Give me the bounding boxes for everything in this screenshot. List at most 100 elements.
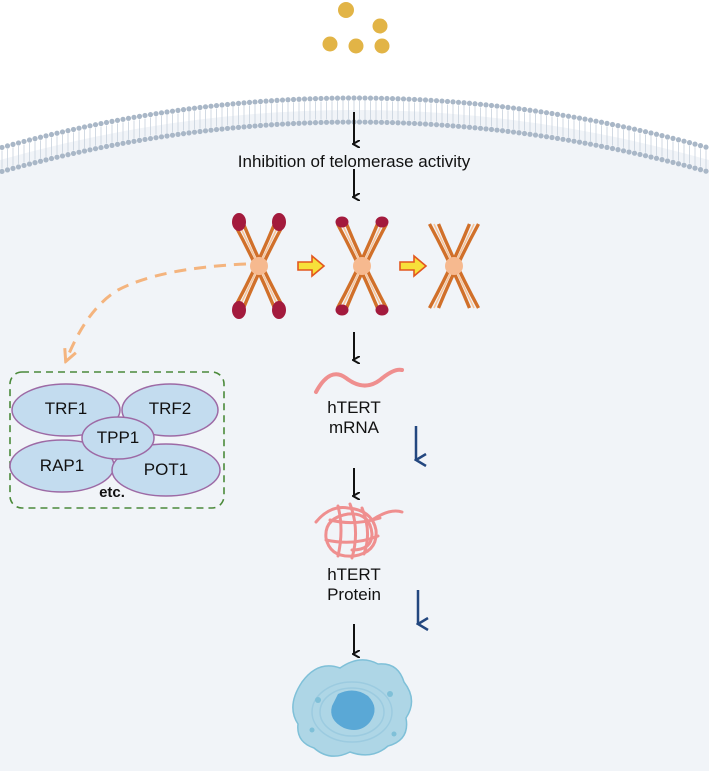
lipid-head [76,125,82,131]
protein-label-line1: hTERT [327,565,381,584]
lipid-head [582,140,588,146]
lipid-head [450,123,456,129]
lipid-head [538,109,544,115]
lipid-head [153,111,159,117]
lipid-head [477,101,484,107]
lipid-head [378,119,385,125]
lipid-head [422,121,429,127]
lipid-head [659,133,665,139]
lipid-head [125,139,132,145]
lipid-head [483,126,489,132]
lipid-head [697,167,704,173]
cell-interior [0,110,709,771]
lipid-head [37,158,44,164]
lipid-head [527,131,533,137]
lipid-head [389,119,396,126]
lipid-head [400,96,407,102]
trf2-label: TRF2 [148,399,192,418]
lipid-head [114,141,121,147]
lipid-head [186,130,192,136]
lipid-head [362,95,368,101]
lipid-head [290,120,297,127]
lipid-head [417,121,423,127]
lipid-head [422,97,429,103]
lipid-head [642,153,649,159]
lipid-head [538,133,544,139]
lipid-head [620,124,627,130]
lipid-head [180,131,187,137]
lipid-head [114,117,121,123]
lipid-head [175,131,181,137]
lipid-head [263,98,269,104]
lipid-head [323,95,330,101]
lipid-head [4,143,11,149]
lipid-head [15,140,22,146]
lipid-head [252,99,258,105]
lipid-head [15,164,22,170]
lipid-head [686,140,693,146]
lipid-head [411,120,418,127]
lipid-head [285,97,291,103]
lipid-head [208,127,214,133]
lipid-head [142,112,148,119]
lipid-head [466,100,473,106]
lipid-head [587,117,594,123]
protein-label: hTERT Protein [327,565,381,605]
lipid-head [54,130,60,136]
lipid-head [208,103,214,109]
lipid-head [345,95,352,101]
lipid-head [664,134,671,140]
lipid-head [48,155,55,162]
lipid-head [543,134,550,140]
lipid-head [609,121,616,128]
lipid-head [593,118,599,124]
centromere [250,257,268,275]
lipid-head [576,115,583,121]
telomere-cap [272,213,286,231]
lipid-head [263,122,269,128]
lipid-head [686,164,693,170]
lipid-head [620,148,627,154]
lipid-head [191,129,198,135]
mrna-label-line1: hTERT [327,398,381,417]
lipid-head [466,124,473,130]
lipid-head [70,150,77,157]
lipid-head [164,109,170,115]
telomere-cap [375,304,389,316]
lipid-head [378,95,385,101]
lipid-head [153,135,159,141]
lipid-head [670,159,676,165]
lipid-head [158,110,165,116]
lipid-head [461,124,467,130]
lipid-head [142,136,148,143]
centromere [445,257,463,275]
lipid-head [10,165,16,172]
dashed-arrow-to-shelterin [68,262,247,356]
lipid-head [450,99,456,105]
lipid-head [268,122,275,128]
lipid-head [367,119,374,125]
lipid-head [560,136,566,142]
lipid-head [301,96,308,102]
lipid-head [615,123,621,129]
lipid-head [70,126,77,133]
lipid-head [318,95,324,102]
lipid-head [318,119,324,126]
lipid-head [439,122,445,128]
protein-label-line2: Protein [327,585,381,604]
ligand-dot [372,18,388,34]
lipid-head [26,161,33,167]
lipid-head [648,154,654,160]
lipid-head [43,133,49,139]
rap1-label: RAP1 [39,456,85,475]
lipid-head [527,107,533,113]
lipid-head [543,110,550,116]
lipid-head [301,120,308,126]
lipid-head [461,100,467,106]
telomere-cap [232,301,246,319]
lipid-head [296,96,302,102]
lipid-head [516,130,522,136]
lipid-head [389,95,396,102]
lipid-head [329,119,335,125]
lipid-head [59,129,66,135]
